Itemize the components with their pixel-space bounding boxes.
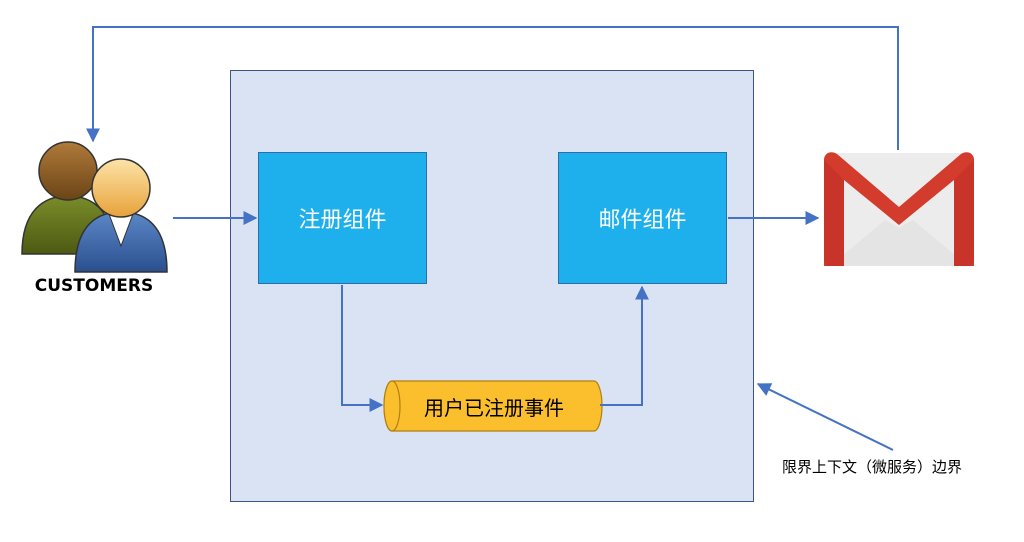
user-registered-event-label: 用户已注册事件 xyxy=(424,395,564,420)
arrow-boundary-note xyxy=(756,383,894,451)
customers-icon xyxy=(21,141,168,273)
boundary-note: 限界上下文（微服务）边界 xyxy=(782,458,963,476)
registration-component-label: 注册组件 xyxy=(298,208,387,233)
registration-component: 注册组件 xyxy=(258,152,427,284)
customers-label: CUSTOMERS xyxy=(34,276,154,296)
arrow-registration-to-event xyxy=(341,285,384,412)
arrow-event-to-email xyxy=(600,285,649,406)
email-component: 邮件组件 xyxy=(558,152,727,284)
user-registered-event xyxy=(383,380,603,432)
arrow-mail-to-customers xyxy=(86,26,899,150)
email-component-label: 邮件组件 xyxy=(598,208,687,233)
gmail-icon xyxy=(824,152,974,266)
